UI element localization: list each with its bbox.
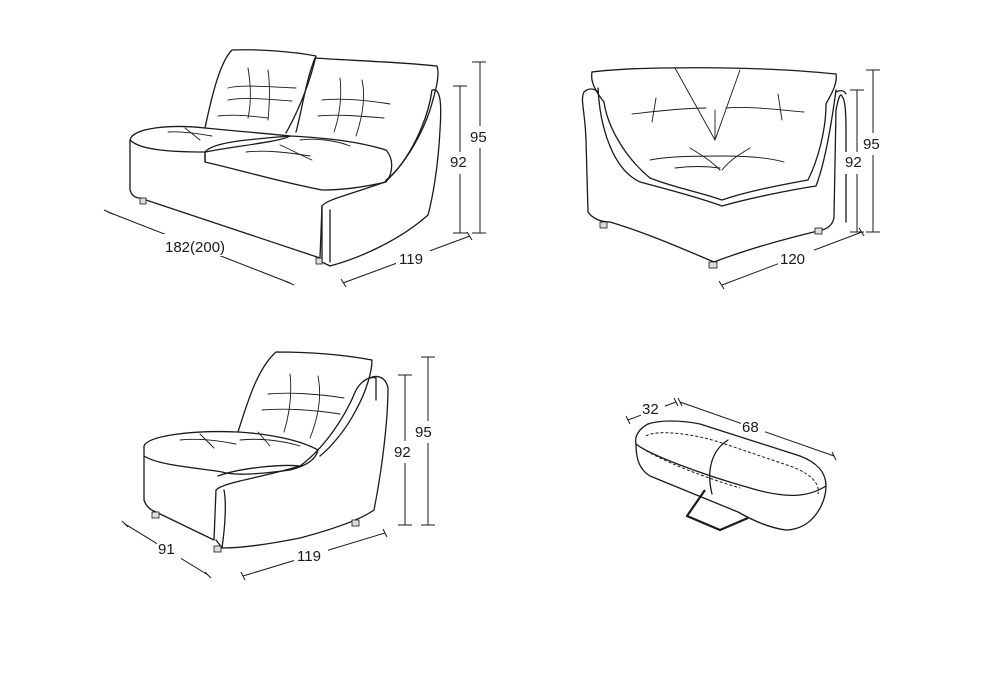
armless-chair-drawing xyxy=(143,351,389,553)
loveseat-back-height-label: 95 xyxy=(470,129,487,146)
loveseat-width-label: 182(200) xyxy=(165,239,225,256)
corner-back-height-label: 95 xyxy=(863,136,880,153)
chair-seat-height-label: 92 xyxy=(394,444,411,461)
chair-back-height-label: 95 xyxy=(415,424,432,441)
chair-depth-label: 119 xyxy=(297,548,321,565)
corner-seat-height-label: 92 xyxy=(845,154,862,171)
footrest-drawing xyxy=(634,420,827,532)
footrest-depth-label: 32 xyxy=(642,401,659,418)
loveseat-drawing xyxy=(129,49,442,267)
corner-depth-label: 120 xyxy=(780,251,805,268)
chair-width-label: 91 xyxy=(158,541,175,558)
corner-drawing xyxy=(581,67,847,269)
footrest-width-label: 68 xyxy=(742,419,759,436)
loveseat-seat-height-label: 92 xyxy=(450,154,467,171)
loveseat-depth-label: 119 xyxy=(399,251,423,268)
